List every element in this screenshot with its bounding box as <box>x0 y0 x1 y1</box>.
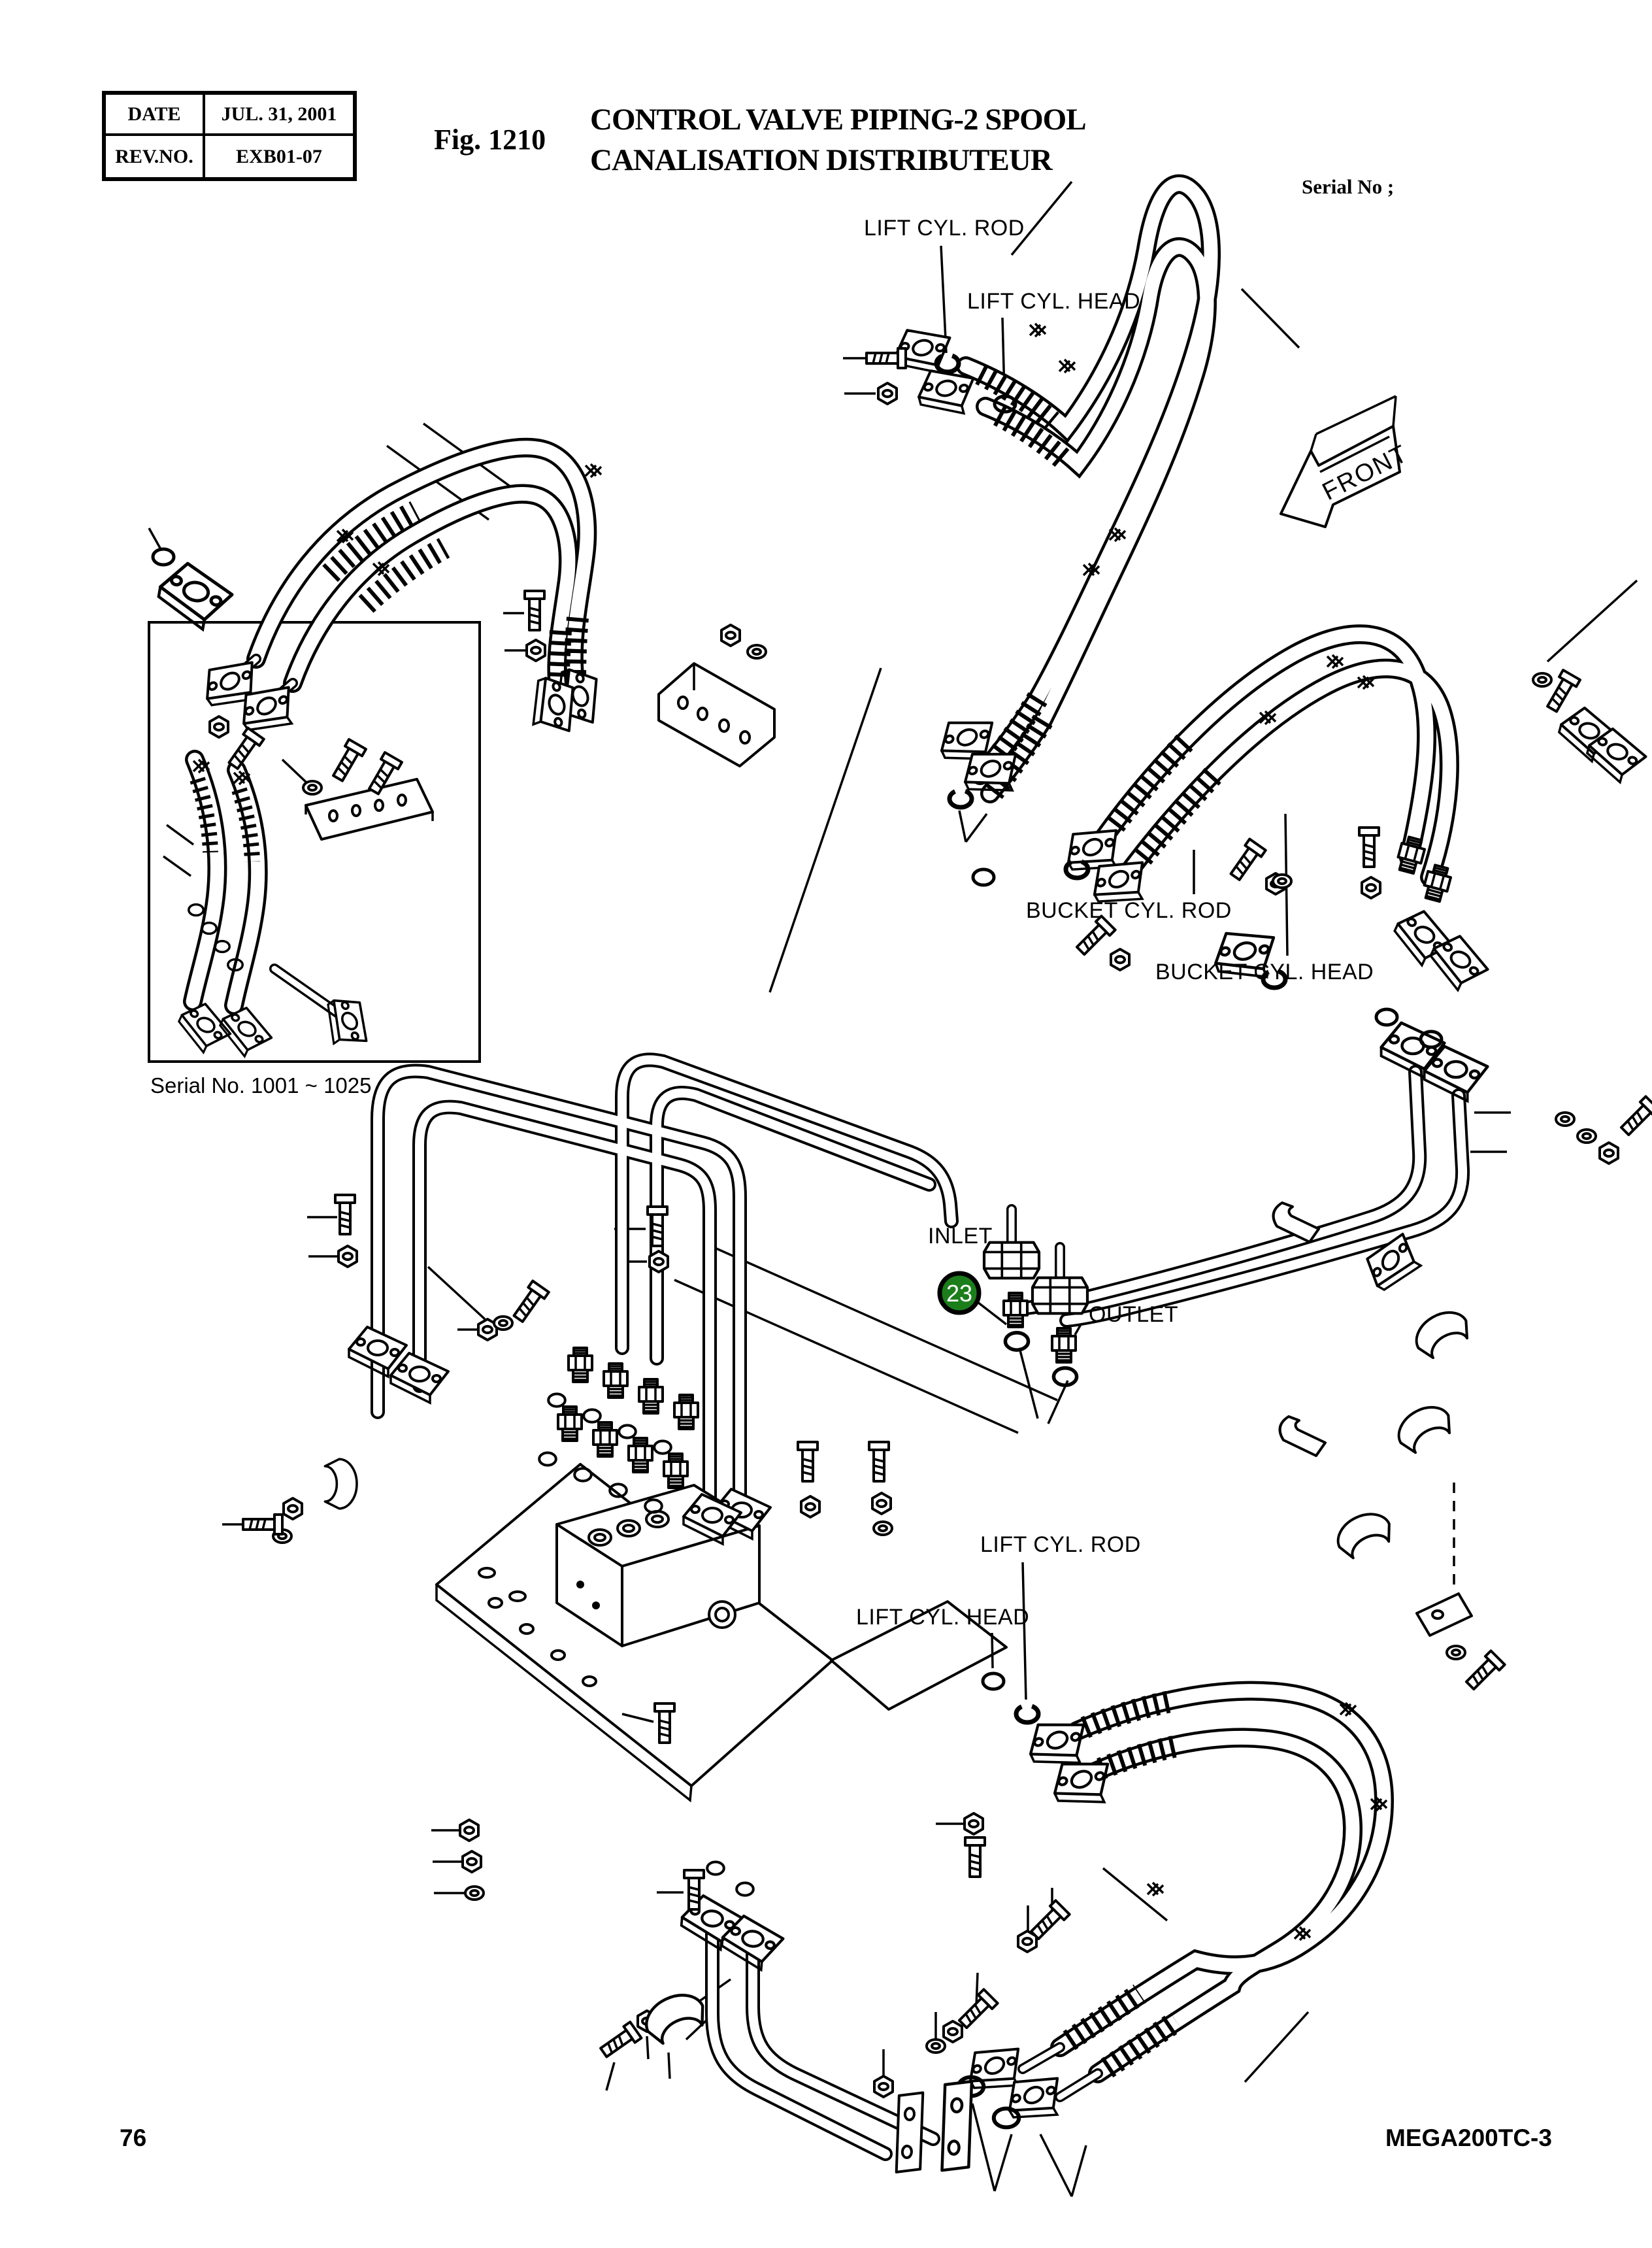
mounting-brackets <box>305 662 776 841</box>
title-french: CANALISATION DISTRIBUTEUR <box>590 143 1053 177</box>
steel-pipes <box>371 1052 1470 2161</box>
figure-number: Fig. 1210 <box>434 124 546 156</box>
inset-serial-caption: Serial No. 1001 ~ 1025 <box>150 1073 372 1098</box>
hose-spring-guards <box>190 363 1223 2078</box>
label-bucket-cyl-head: BUCKET CYL. HEAD <box>1155 960 1374 984</box>
pipe-clamps <box>323 1201 1504 2175</box>
rev-no-value: EXB01-07 <box>236 145 322 167</box>
label-bucket-cyl-rod: BUCKET CYL. ROD <box>1026 898 1232 923</box>
callout-23-badge[interactable]: 23 <box>937 1271 982 1315</box>
adapter-fittings <box>557 834 1455 1489</box>
page-title: CONTROL VALVE PIPING-2 SPOOL CANALISATIO… <box>590 99 1087 180</box>
callout-23-number: 23 <box>946 1280 972 1307</box>
label-outlet: OUTLET <box>1089 1302 1179 1327</box>
label-lift-cyl-rod-top: LIFT CYL. ROD <box>864 216 1025 241</box>
rev-date-value: JUL. 31, 2001 <box>205 95 353 136</box>
page-number: 76 <box>120 2124 147 2151</box>
revision-table: DATE JUL. 31, 2001 REV.NO. EXB01-07 <box>102 91 357 181</box>
label-lift-cyl-rod-bottom: LIFT CYL. ROD <box>980 1532 1141 1557</box>
control-valve-block <box>555 1484 761 1647</box>
serial-no-caption: Serial No ; <box>1302 175 1395 198</box>
rev-no-label: REV.NO. <box>106 136 205 177</box>
document-code: MEGA200TC-3 <box>1385 2124 1552 2151</box>
front-direction-arrow: FRONT <box>1280 395 1413 528</box>
label-lift-cyl-head-top: LIFT CYL. HEAD <box>967 289 1141 314</box>
hydraulic-hoses <box>183 174 1459 2083</box>
pipe-stubs <box>230 654 1103 2102</box>
o-rings <box>153 355 1442 2127</box>
title-english: CONTROL VALVE PIPING-2 SPOOL <box>590 103 1087 137</box>
label-lift-cyl-head-bottom: LIFT CYL. HEAD <box>856 1605 1030 1630</box>
label-inlet: INLET <box>928 1224 993 1249</box>
rev-date-label: DATE <box>106 95 205 136</box>
